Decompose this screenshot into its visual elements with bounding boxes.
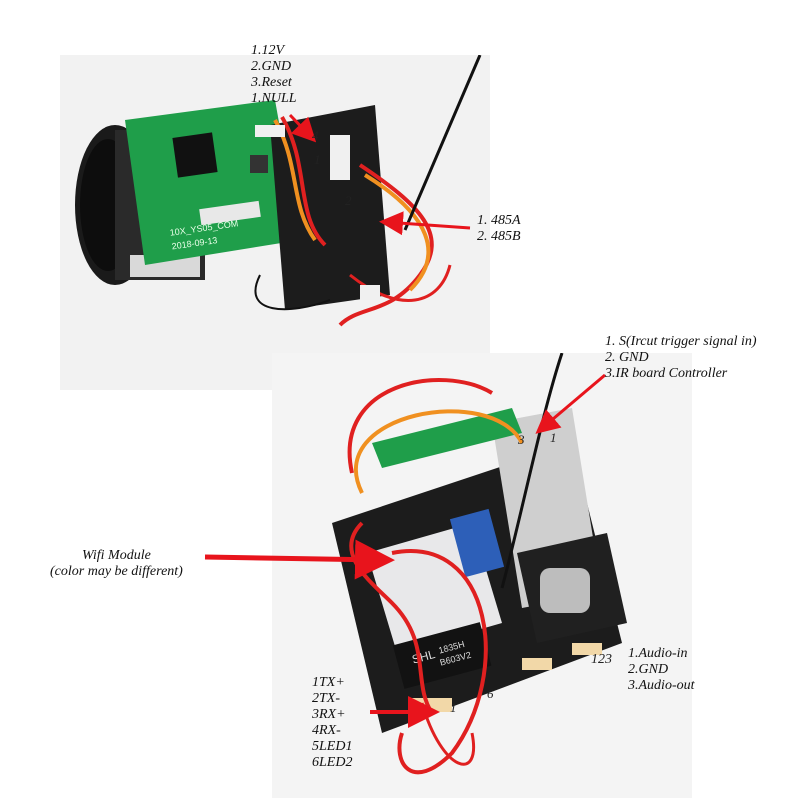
ircut-pin-3: 3.IR board Controller <box>605 366 728 381</box>
ircut-pin-1: 1. S(Ircut trigger signal in) <box>605 334 757 349</box>
net-pin-1: 1TX+ <box>312 675 345 690</box>
main-board-photo: SHL 1835H B603V2 <box>272 353 692 798</box>
pin-power-top: 4 <box>312 128 319 143</box>
pin-net-right: 6 <box>487 686 494 701</box>
net-pin-4: 4RX- <box>312 723 341 738</box>
audio-label: 1.Audio-in 2.GND 3.Audio-out <box>628 646 695 694</box>
pin-net-left: 1 <box>450 700 457 715</box>
audio-pin-3: 3.Audio-out <box>628 678 695 693</box>
ircut-label: 1. S(Ircut trigger signal in) 2. GND 3.I… <box>605 334 757 382</box>
pin-audio: 123 <box>591 652 612 667</box>
power-pin-1: 1.12V <box>251 43 285 58</box>
rs485-label: 1. 485A 2. 485B <box>477 213 521 245</box>
audio-pin-1: 1.Audio-in <box>628 646 688 661</box>
network-label: 1TX+ 2TX- 3RX+ 4RX- 5LED1 6LED2 <box>312 675 352 771</box>
ircut-pin-2: 2. GND <box>605 350 649 365</box>
rs485-pin-1: 1. 485A <box>477 213 521 228</box>
power-pin-4: 1.NULL <box>251 91 297 106</box>
power-pin-2: 2.GND <box>251 59 292 74</box>
pin-power-bottom: 1 <box>314 152 321 167</box>
wifi-label: Wifi Module (color may be different) <box>50 548 183 580</box>
rs485-pin-2: 2. 485B <box>477 229 521 244</box>
power-pin-3: 3.Reset <box>251 75 292 90</box>
pin-rs485: 2 <box>345 193 352 208</box>
audio-pin-2: 2.GND <box>628 662 669 677</box>
wifi-note: (color may be different) <box>50 564 183 579</box>
pin-ircut-a: 3 <box>518 432 525 447</box>
net-pin-5: 5LED1 <box>312 739 353 754</box>
pin-ircut-b: 1 <box>550 430 557 445</box>
net-pin-2: 2TX- <box>312 691 340 706</box>
power-connector-label: 1.12V 2.GND 3.Reset 1.NULL <box>251 43 297 107</box>
wifi-title: Wifi Module <box>82 548 151 563</box>
net-pin-3: 3RX+ <box>312 707 346 722</box>
net-pin-6: 6LED2 <box>312 755 353 770</box>
